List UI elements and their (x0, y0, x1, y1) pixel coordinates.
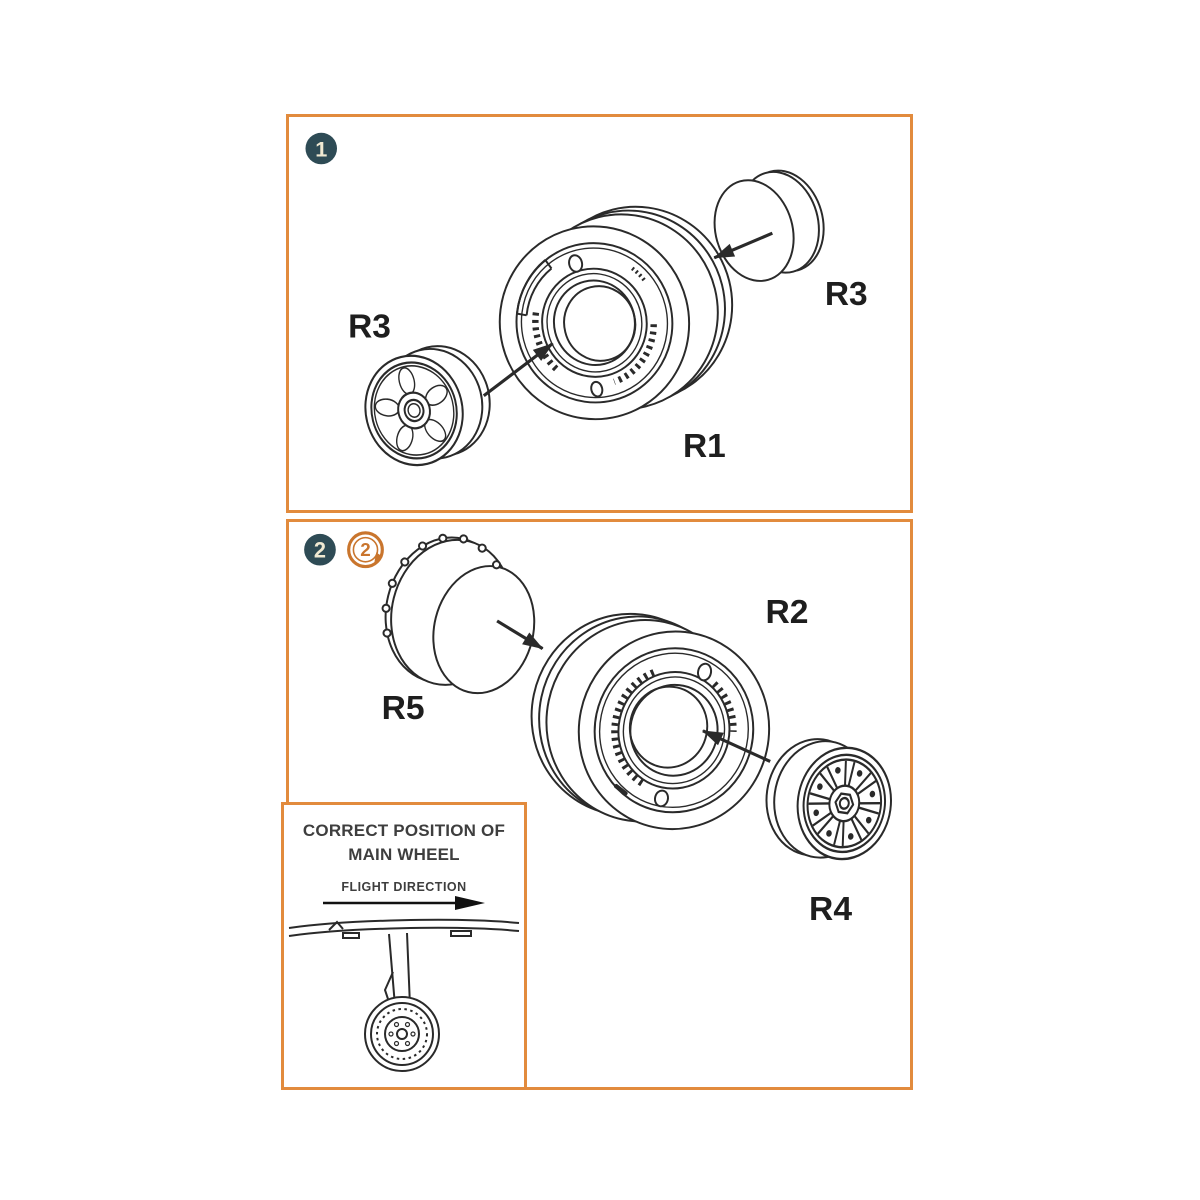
repeat-count: 2 (360, 539, 370, 560)
assembly-arrow-hub-to-tire (482, 342, 554, 398)
step-badge-number: 2 (314, 538, 326, 563)
part-label-r5: R5 (382, 690, 425, 727)
sidewall-embossed-text (532, 309, 559, 372)
rim-slot (516, 259, 553, 317)
part-label-r3-right: R3 (825, 276, 868, 313)
part-label-r1: R1 (683, 428, 726, 465)
part-label-r3-left: R3 (348, 309, 391, 346)
repeat-2x-icon: 2 (347, 531, 384, 569)
step-1-drawing: 1 (305, 132, 868, 467)
part-label-r2: R2 (766, 594, 809, 631)
inset-title-line1: CORRECT POSITION OF (302, 821, 506, 840)
landing-gear-drawing (288, 918, 520, 1072)
wheel-bolts (813, 767, 876, 840)
sidewall-dark-mark (614, 783, 628, 796)
step-2-badge: 2 (304, 533, 336, 566)
assembly-arrow-cover-to-tire (496, 619, 544, 651)
hub-hex-nut (834, 792, 855, 815)
step-2-drawing: 2 2 (304, 531, 893, 928)
sidewall-embossed-text (611, 668, 658, 787)
step-badge-circle (304, 533, 336, 566)
step-1-panel: 1 (286, 114, 913, 513)
step-1-badge: 1 (305, 132, 338, 165)
wheel-hub-r3-left-drawing (364, 345, 491, 467)
inset-title-line2: MAIN WHEEL (348, 845, 460, 864)
flight-direction-arrow (323, 896, 485, 910)
wheel-r4-drawing (765, 738, 893, 861)
step-badge-circle (305, 132, 338, 165)
rotate-arrowhead (374, 552, 383, 562)
correct-position-inset: CORRECT POSITION OF MAIN WHEEL FLIGHT DI… (281, 802, 527, 1090)
cover-rivets (381, 533, 502, 638)
gear-door-bracket (450, 930, 472, 937)
tire-r1-drawing (498, 205, 734, 421)
assembly-arrow-wheel-to-tire (702, 729, 771, 763)
gear-wheel (364, 996, 440, 1072)
valve-hole (568, 254, 584, 273)
hub-cap-r3-right-drawing (713, 169, 825, 282)
gear-door-bracket (342, 932, 360, 939)
valve-hole (697, 662, 713, 682)
part-label-r4: R4 (809, 891, 852, 928)
inset-title: CORRECT POSITION OF MAIN WHEEL (284, 819, 524, 867)
step-badge-number: 1 (315, 136, 327, 161)
assembly-arrow-cap-to-tire (713, 231, 773, 260)
wheel-spokes (808, 760, 881, 846)
wing-notch (328, 920, 344, 931)
tire-r2-drawing (530, 612, 771, 831)
gear-wheel-bolts (388, 1021, 416, 1047)
sidewall-embossed-text (613, 324, 657, 385)
flight-direction-label: FLIGHT DIRECTION (341, 880, 467, 894)
cover-r5-drawing (381, 533, 536, 695)
sidewall-small-marking (630, 266, 647, 282)
